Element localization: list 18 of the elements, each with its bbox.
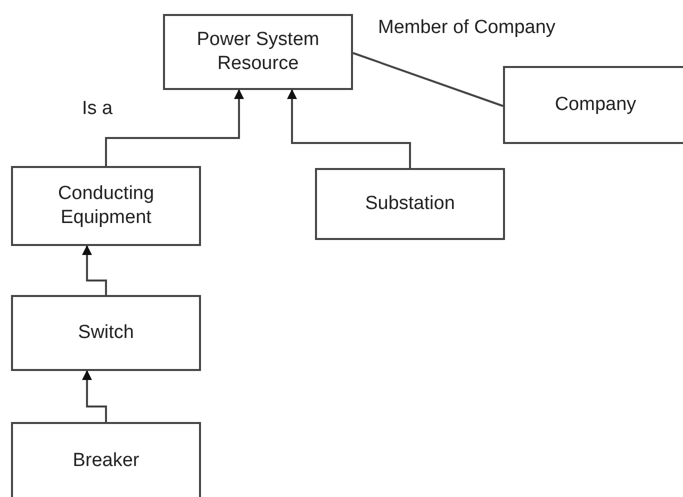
class-name: Conducting Equipment [56, 182, 156, 230]
class-name: Power System Resource [196, 28, 320, 76]
class-box [11, 166, 201, 246]
arrow [105, 89, 244, 166]
class-box [11, 422, 201, 497]
class-box [163, 14, 353, 90]
class-name: Company [554, 93, 636, 117]
class-name: Breaker [72, 448, 140, 472]
edge-label: Member of Company [378, 17, 556, 39]
class-name: Switch [78, 321, 134, 345]
arrow [82, 370, 107, 422]
connector-line [352, 52, 504, 107]
class-box [503, 66, 683, 144]
arrow [82, 245, 107, 295]
arrow [287, 89, 411, 168]
class-name: Substation [365, 192, 455, 216]
class-box [11, 295, 201, 371]
class-box [315, 168, 505, 240]
